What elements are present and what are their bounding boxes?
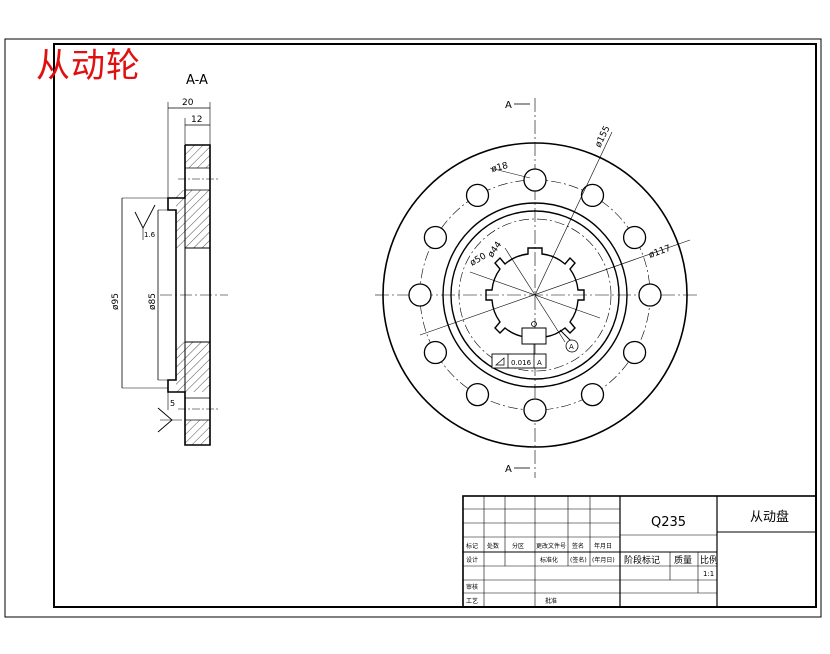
std-label: 标准化 [540,556,558,564]
dim-dia85: ø85 [148,293,158,310]
row-label-zone: 分区 [512,542,524,550]
mass-label: 质量 [674,554,692,566]
row-label-count: 处数 [487,542,499,550]
scale-label: 比例 [700,554,718,566]
approve-label: 批准 [545,597,557,605]
stage-label: 阶段标记 [624,554,660,566]
datum-a: A [569,343,574,351]
sign-label: (签名) [570,556,587,564]
dim-5: 5 [170,399,175,408]
section-label: A-A [186,73,208,88]
section-view: A-A 20 12 [111,73,228,446]
outer-border [4,38,822,618]
dim-dia95: ø95 [111,293,121,310]
dim-dia117: ø117 [648,244,673,261]
section-marker-top: A [505,100,512,111]
drawing-frame [53,43,817,608]
section-marker-bottom: A [505,464,512,475]
part-name: 从动盘 [750,509,789,525]
process-label: 工艺 [466,597,478,605]
row-label-mark: 标记 [466,542,478,550]
review-label: 审核 [466,583,478,591]
title-block [462,495,817,608]
dim-dia18: ø18 [490,161,509,175]
dim-dia44: ø44 [486,240,504,260]
date-label: (年月日) [592,556,615,564]
tolerance-value: 0.016 [511,359,532,367]
row-label-sign: 签名 [572,542,584,550]
dim-20: 20 [182,98,194,108]
bolt-holes [408,168,662,422]
tolerance-datum: A [537,359,542,367]
roughness-1-6: 1.6 [144,231,156,239]
row-label-date: 年月日 [594,542,612,550]
design-label: 设计 [466,556,478,564]
row-label-change: 更改文件号 [536,542,566,550]
title-overlay: 从动轮 [36,46,141,86]
front-view: A A [375,98,700,478]
title-block-text: Q235 从动盘 标记 处数 分区 更改文件号 签名 年月日 设计 标准化 (签… [466,509,789,605]
tolerance-frame [491,353,547,369]
dim-12: 12 [191,115,202,125]
scale-value: 1:1 [703,570,714,578]
material: Q235 [651,515,686,530]
